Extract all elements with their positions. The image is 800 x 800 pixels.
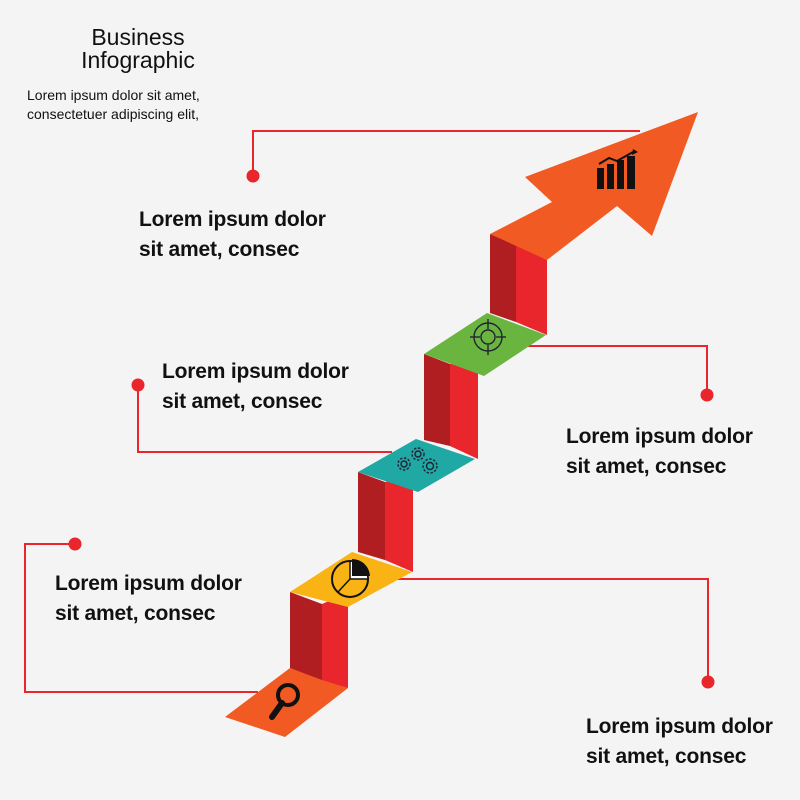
intro-text: Lorem ipsum dolor sit amet, consectetuer… [27, 86, 287, 124]
riser-4-dark [490, 234, 516, 322]
riser-1 [322, 593, 348, 688]
callout-line-2: sit amet, consec [55, 602, 216, 625]
connector-dot-3 [700, 388, 714, 402]
callout-line-1: Lorem ipsum dolor [55, 572, 242, 595]
pie-chart-icon [331, 559, 370, 598]
riser-3 [450, 358, 478, 459]
step-gears [358, 439, 475, 492]
callout-line-1: Lorem ipsum dolor [162, 360, 349, 383]
target-icon [470, 319, 506, 355]
connector-line-3 [520, 345, 708, 395]
connector-dot-4 [68, 537, 82, 551]
connector-dot-5 [701, 675, 715, 689]
growth-arrow [490, 112, 698, 260]
riser-2-dark [358, 472, 385, 560]
bar-chart-icon [597, 149, 638, 189]
riser-1-dark [290, 592, 322, 680]
intro-line-2: consectetuer adipiscing elit, [27, 106, 199, 122]
gears-icon [397, 447, 438, 474]
connector-line-5 [380, 578, 709, 682]
step-base-magnifier [225, 668, 348, 737]
intro-line-1: Lorem ipsum dolor sit amet, [27, 87, 200, 103]
callout-line-2: sit amet, consec [162, 390, 323, 413]
callout-step-1: Lorem ipsum dolor sit amet, consec [139, 205, 326, 265]
magnifier-icon [269, 683, 300, 720]
riser-3-dark [424, 354, 450, 446]
connector-line-1 [252, 130, 640, 176]
riser-2 [385, 476, 413, 572]
connector-line-2 [137, 385, 392, 453]
step-target [424, 313, 546, 376]
connector-line-4 [24, 543, 258, 693]
callout-step-5: Lorem ipsum dolor sit amet, consec [586, 712, 773, 772]
callout-step-2: Lorem ipsum dolor sit amet, consec [162, 357, 349, 417]
callout-step-3: Lorem ipsum dolor sit amet, consec [566, 422, 753, 482]
title-line-1: Business [91, 24, 185, 50]
riser-4 [516, 245, 547, 335]
callout-step-4: Lorem ipsum dolor sit amet, consec [55, 569, 242, 629]
title-line-2: Infographic [81, 47, 195, 73]
callout-line-1: Lorem ipsum dolor [566, 425, 753, 448]
callout-line-1: Lorem ipsum dolor [139, 208, 326, 231]
page-title: Business Infographic [40, 26, 236, 72]
connector-dot-2 [131, 378, 145, 392]
callout-line-2: sit amet, consec [566, 455, 727, 478]
callout-line-2: sit amet, consec [586, 745, 747, 768]
connector-dot-1 [246, 169, 260, 183]
callout-line-1: Lorem ipsum dolor [586, 715, 773, 738]
callout-line-2: sit amet, consec [139, 238, 300, 261]
